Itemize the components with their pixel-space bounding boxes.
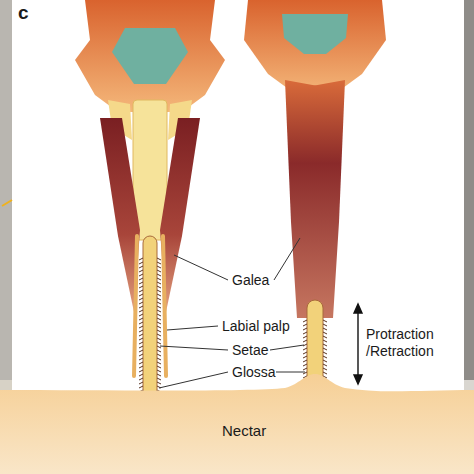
part-label: Galea — [232, 272, 269, 289]
region-label: Nectar — [222, 422, 266, 439]
part-label: Labial palp — [222, 318, 290, 335]
motion-label: Protraction /Retraction — [366, 326, 456, 360]
panel-letter: c — [18, 4, 29, 21]
part-label: Glossa — [232, 364, 276, 381]
part-label: Setae — [232, 342, 269, 359]
